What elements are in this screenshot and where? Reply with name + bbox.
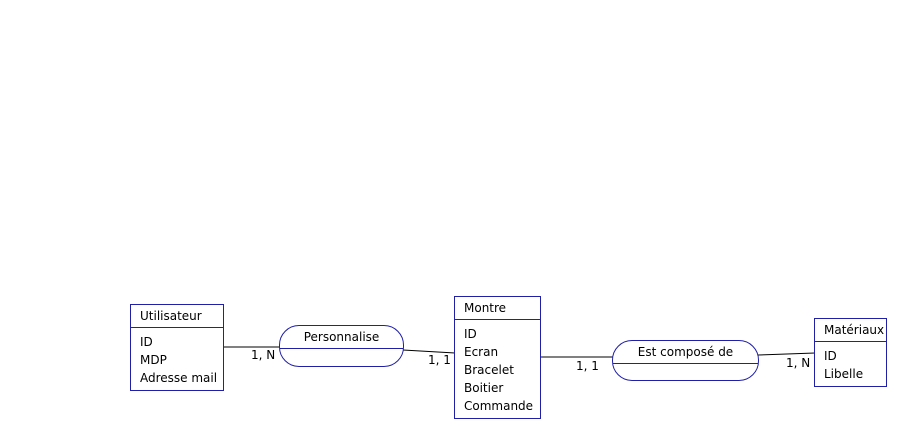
attribute-libelle: Libelle xyxy=(824,367,864,381)
association-est-compose-de[interactable]: Est composé de xyxy=(612,340,759,381)
attribute-boitier: Boitier xyxy=(464,381,504,395)
entity-materiaux-attributes: ID Libelle xyxy=(815,342,886,383)
entity-utilisateur-title: Utilisateur xyxy=(131,305,223,328)
entity-montre-attributes: ID Ecran Bracelet Boitier Commande xyxy=(455,320,540,415)
association-personnalise[interactable]: Personnalise xyxy=(279,325,404,367)
association-personnalise-name: Personnalise xyxy=(280,326,403,349)
attribute-id: ID xyxy=(824,349,837,363)
attribute-id: ID xyxy=(140,335,153,349)
entity-utilisateur-attributes: ID MDP Adresse mail xyxy=(131,328,223,387)
attribute-adresse-mail: Adresse mail xyxy=(140,371,218,385)
entity-utilisateur[interactable]: Utilisateur ID MDP Adresse mail xyxy=(130,304,224,391)
entity-montre-title: Montre xyxy=(455,297,540,320)
entity-montre[interactable]: Montre ID Ecran Bracelet Boitier Command… xyxy=(454,296,541,419)
attribute-id: ID xyxy=(464,327,477,341)
entity-materiaux[interactable]: Matériaux ID Libelle xyxy=(814,318,887,387)
cardinality-utilisateur-personnalise: 1, N xyxy=(251,348,276,362)
entity-materiaux-title: Matériaux xyxy=(815,319,886,342)
association-est-compose-de-name: Est composé de xyxy=(613,341,758,364)
attribute-bracelet: Bracelet xyxy=(464,363,514,377)
link-est-compose-de-materiaux xyxy=(757,352,816,356)
cardinality-montre-personnalise: 1, 1 xyxy=(428,353,451,367)
cardinality-materiaux-est-compose-de: 1, N xyxy=(786,356,811,370)
link-personnalise-montre xyxy=(402,349,456,354)
attribute-ecran: Ecran xyxy=(464,345,499,359)
cardinality-montre-est-compose-de: 1, 1 xyxy=(576,359,599,373)
attribute-mdp: MDP xyxy=(140,353,167,367)
attribute-commande: Commande xyxy=(464,399,534,413)
